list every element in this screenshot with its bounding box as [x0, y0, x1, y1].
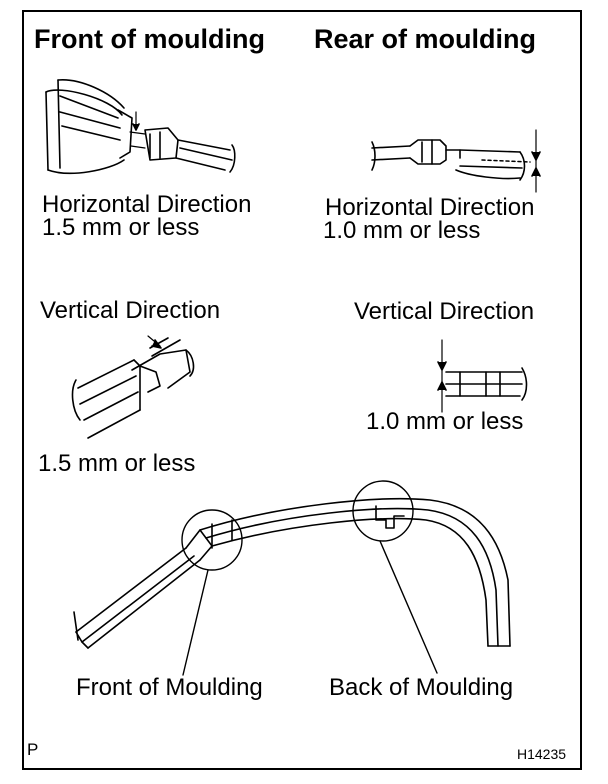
rear-vertical-label: Vertical Direction [354, 298, 535, 325]
corner-mark-p: P [27, 740, 39, 759]
front-of-moulding-callout: Front of Moulding [76, 674, 263, 701]
front-vertical-label: Vertical Direction [40, 297, 221, 324]
rear-horizontal-label: Horizontal Direction [325, 194, 535, 221]
rear-horizontal-drawing [371, 129, 541, 193]
moulding-overview-drawing [73, 480, 511, 676]
rear-vertical-drawing [437, 339, 528, 413]
heading-rear: Rear of moulding [314, 24, 536, 54]
figure-frame [22, 10, 582, 770]
front-horizontal-label: Horizontal Direction [42, 191, 252, 218]
heading-front: Front of moulding [34, 24, 265, 54]
front-vertical-value: 1.5 mm or less [38, 450, 196, 477]
rear-vertical-value: 1.0 mm or less [366, 408, 524, 435]
front-vertical-drawing [71, 335, 195, 439]
rear-horizontal-value: 1.0 mm or less [323, 217, 481, 244]
back-of-moulding-callout: Back of Moulding [329, 674, 514, 701]
front-horizontal-value: 1.5 mm or less [42, 214, 200, 241]
front-horizontal-drawing [45, 79, 236, 175]
figure-code: H14235 [517, 746, 567, 762]
